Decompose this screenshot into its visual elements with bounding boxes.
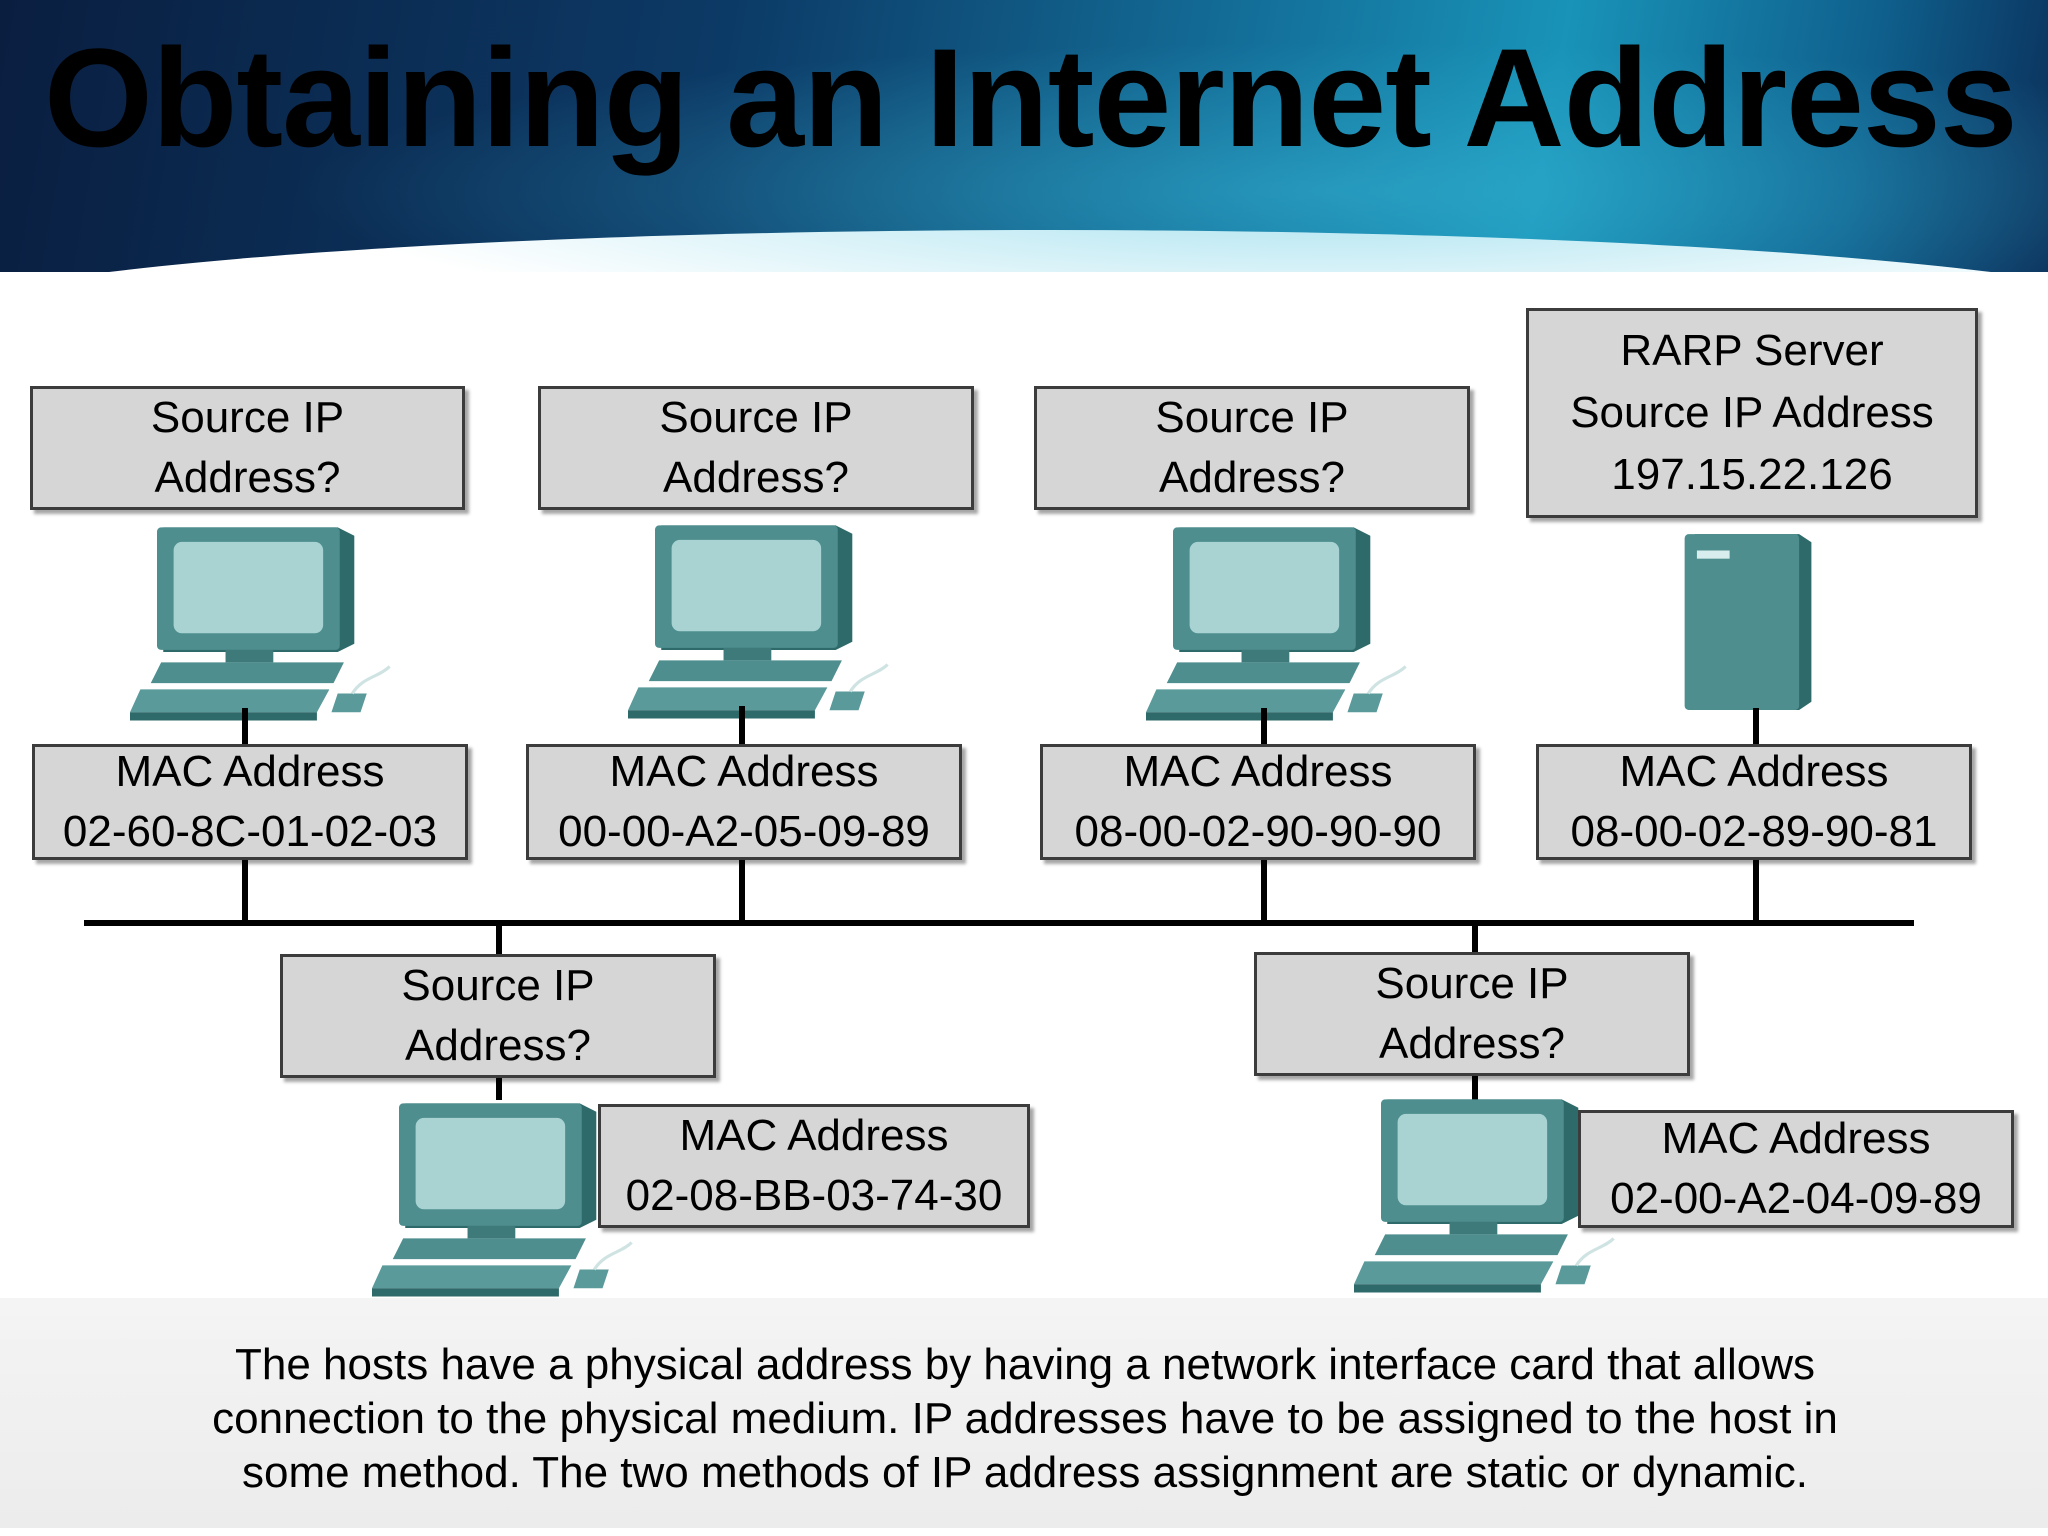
caption-line-2: connection to the physical medium. IP ad… bbox=[212, 1394, 1838, 1443]
caption-panel bbox=[0, 1298, 2048, 1528]
mac-address: 02-00-A2-04-09-89 bbox=[1610, 1174, 1982, 1223]
computer-icon bbox=[628, 518, 898, 728]
mac-label: MAC Address bbox=[609, 747, 879, 796]
mac-label: MAC Address bbox=[1661, 1114, 1931, 1163]
connector-line bbox=[1261, 708, 1267, 748]
server-ip-label: Source IP Address bbox=[1570, 388, 1934, 437]
mac-label: MAC Address bbox=[1619, 747, 1889, 796]
mac-box-host-4: MAC Address 02-08-BB-03-74-30 bbox=[598, 1104, 1030, 1228]
connector-line bbox=[496, 922, 502, 958]
connector-line bbox=[739, 706, 745, 748]
ip-label: Source IP bbox=[150, 393, 345, 442]
network-backbone bbox=[84, 920, 1914, 926]
server-icon bbox=[1680, 528, 1814, 712]
connector-line bbox=[496, 1078, 502, 1100]
ip-status: Address? bbox=[1159, 453, 1345, 502]
server-name: RARP Server bbox=[1620, 326, 1884, 375]
connector-line bbox=[1472, 922, 1478, 956]
ip-box-host-3: Source IP Address? bbox=[1034, 386, 1470, 510]
header-curve bbox=[0, 230, 2048, 272]
caption-line-1: The hosts have a physical address by hav… bbox=[235, 1340, 1815, 1389]
mac-address: 08-00-02-89-90-81 bbox=[1570, 807, 1938, 856]
ip-label: Source IP bbox=[659, 393, 853, 442]
ip-status: Address? bbox=[1379, 1019, 1565, 1068]
mac-box-host-5: MAC Address 02-00-A2-04-09-89 bbox=[1578, 1110, 2014, 1228]
ip-box-host-1: Source IP Address? bbox=[30, 386, 465, 510]
mac-label: MAC Address bbox=[1123, 747, 1393, 796]
rarp-server-box: RARP Server Source IP Address 197.15.22.… bbox=[1526, 308, 1978, 518]
mac-box-host-1: MAC Address 02-60-8C-01-02-03 bbox=[32, 744, 468, 860]
connector-line bbox=[739, 860, 745, 922]
mac-label: MAC Address bbox=[115, 747, 385, 796]
caption-line-3: some method. The two methods of IP addre… bbox=[241, 1448, 1809, 1497]
page-title: Obtaining an Internet Address bbox=[44, 19, 2018, 176]
connector-line bbox=[1261, 860, 1267, 922]
header-banner bbox=[0, 0, 2048, 272]
mac-label: MAC Address bbox=[679, 1111, 949, 1160]
connector-line bbox=[1472, 1076, 1478, 1100]
computer-icon bbox=[130, 520, 400, 730]
mac-address: 02-08-BB-03-74-30 bbox=[625, 1171, 1003, 1220]
ip-box-host-2: Source IP Address? bbox=[538, 386, 974, 510]
ip-box-host-4: Source IP Address? bbox=[280, 954, 716, 1078]
ip-label: Source IP bbox=[1375, 959, 1569, 1008]
computer-icon bbox=[1146, 520, 1416, 730]
mac-box-host-3: MAC Address 08-00-02-90-90-90 bbox=[1040, 744, 1476, 860]
ip-status: Address? bbox=[663, 453, 849, 502]
mac-address: 08-00-02-90-90-90 bbox=[1074, 807, 1442, 856]
server-ip: 197.15.22.126 bbox=[1611, 450, 1893, 499]
connector-line bbox=[242, 708, 248, 748]
ip-status: Address? bbox=[405, 1021, 591, 1070]
ip-box-host-5: Source IP Address? bbox=[1254, 952, 1690, 1076]
mac-box-server: MAC Address 08-00-02-89-90-81 bbox=[1536, 744, 1972, 860]
ip-label: Source IP bbox=[401, 961, 595, 1010]
mac-box-host-2: MAC Address 00-00-A2-05-09-89 bbox=[526, 744, 962, 860]
connector-line bbox=[242, 860, 248, 922]
caption-text: The hosts have a physical address by hav… bbox=[30, 1338, 2020, 1500]
connector-line bbox=[1753, 708, 1759, 748]
mac-address: 02-60-8C-01-02-03 bbox=[62, 807, 438, 856]
connector-line bbox=[1753, 860, 1759, 922]
ip-label: Source IP bbox=[1155, 393, 1349, 442]
ip-status: Address? bbox=[154, 453, 341, 502]
mac-address: 00-00-A2-05-09-89 bbox=[558, 807, 930, 856]
